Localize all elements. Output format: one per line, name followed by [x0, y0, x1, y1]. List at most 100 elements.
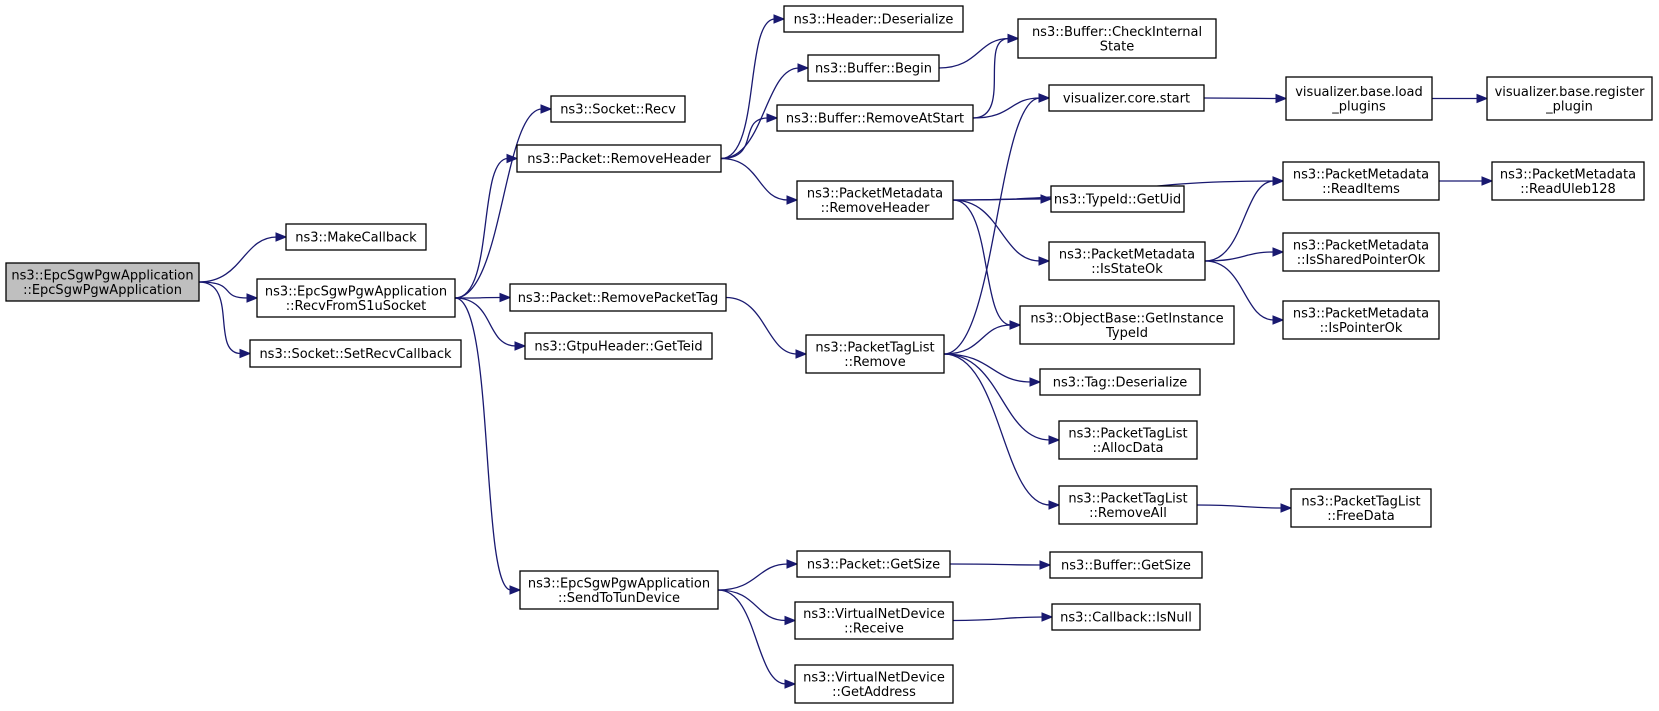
- node-viscore[interactable]: visualizer.core.start: [1048, 84, 1205, 112]
- node-bufgetsize[interactable]: ns3::Buffer::GetSize: [1049, 551, 1203, 579]
- node-vndgetaddr[interactable]: ns3::VirtualNetDevice::GetAddress: [794, 664, 954, 704]
- edge-ptlremove-ptlalloc: [943, 353, 1061, 445]
- edge-pmremhdr-pmisstate: [952, 199, 1051, 266]
- node-recvs1u[interactable]: ns3::EpcSgwPgwApplication::RecvFromS1uSo…: [256, 278, 456, 318]
- node-box: [776, 104, 974, 132]
- node-pktrempkttag[interactable]: ns3::Packet::RemovePacketTag: [509, 283, 727, 312]
- node-label: ns3::Buffer::CheckInternal: [1032, 25, 1202, 40]
- node-label: ns3::VirtualNetDevice: [803, 670, 945, 685]
- node-box: [1486, 76, 1653, 121]
- node-label: ::IsStateOk: [1091, 262, 1163, 277]
- node-pmpointer[interactable]: ns3::PacketMetadata::IsPointerOk: [1282, 300, 1440, 340]
- arrowhead: [1048, 500, 1061, 510]
- nodes-layer: ns3::EpcSgwPgwApplication::EpcSgwPgwAppl…: [5, 5, 1653, 704]
- node-label: ns3::PacketMetadata: [807, 186, 943, 201]
- node-box: [1051, 603, 1201, 631]
- arrowhead: [499, 292, 512, 303]
- node-setrecvcb[interactable]: ns3::Socket::SetRecvCallback: [249, 339, 462, 368]
- node-sockrecv[interactable]: ns3::Socket::Recv: [550, 95, 686, 123]
- node-label: visualizer.base.load: [1295, 85, 1423, 100]
- edge-recvs1u-sendtun: [454, 297, 522, 595]
- arrowhead: [1272, 315, 1285, 325]
- node-box: [1039, 368, 1201, 396]
- node-box: [1048, 84, 1205, 112]
- node-pmisstate[interactable]: ns3::PacketMetadata::IsStateOk: [1048, 241, 1206, 281]
- node-sendtun[interactable]: ns3::EpcSgwPgwApplication::SendToTunDevi…: [519, 570, 719, 610]
- edge-pktgetsize-bufgetsize: [949, 560, 1052, 570]
- node-gtputeid[interactable]: ns3::GtpuHeader::GetTeid: [524, 332, 713, 360]
- node-vndreceive[interactable]: ns3::VirtualNetDevice::Receive: [794, 601, 954, 640]
- node-typeiduid[interactable]: ns3::TypeId::GetUid: [1050, 185, 1185, 213]
- node-label: ::GetAddress: [832, 685, 916, 700]
- node-label: ::Receive: [844, 621, 904, 636]
- node-label: ns3::PacketTagList: [1068, 426, 1187, 441]
- node-label: ns3::EpcSgwPgwApplication: [11, 268, 193, 283]
- node-cbisnull[interactable]: ns3::Callback::IsNull: [1051, 603, 1201, 631]
- arrowhead: [1041, 612, 1054, 622]
- node-visload[interactable]: visualizer.base.load_plugins: [1285, 76, 1433, 121]
- node-label: ns3::Header::Deserialize: [794, 13, 954, 28]
- node-bufbegin[interactable]: ns3::Buffer::Begin: [807, 54, 940, 82]
- node-label: ns3::VirtualNetDevice: [803, 607, 945, 622]
- arrowhead: [506, 153, 519, 164]
- node-label: ::RecvFromS1uSocket: [286, 299, 427, 314]
- arrowhead: [1007, 33, 1020, 44]
- node-pmreaditems[interactable]: ns3::PacketMetadata::ReadItems: [1282, 161, 1440, 201]
- edge-sendtun-vndreceive: [717, 589, 797, 626]
- node-box: [249, 339, 462, 368]
- arrowhead: [1272, 176, 1285, 186]
- node-box: [1050, 185, 1185, 213]
- node-root[interactable]: ns3::EpcSgwPgwApplication::EpcSgwPgwAppl…: [5, 262, 200, 302]
- node-label: ::ReadUleb128: [1520, 182, 1616, 197]
- edge-recvs1u-pktrempkttag: [454, 292, 512, 303]
- node-label: TypeId: [1105, 326, 1148, 341]
- node-bufremstart[interactable]: ns3::Buffer::RemoveAtStart: [776, 104, 974, 132]
- edge-ptlremall-ptlfree: [1196, 503, 1293, 513]
- node-label: ns3::TypeId::GetUid: [1054, 193, 1181, 208]
- node-box: [1049, 551, 1203, 579]
- node-box: [1019, 305, 1235, 345]
- edge-pmremhdr-objbase: [952, 199, 1022, 330]
- node-ptlremove[interactable]: ns3::PacketTagList::Remove: [805, 334, 945, 374]
- node-ptlalloc[interactable]: ns3::PacketTagList::AllocData: [1058, 420, 1198, 460]
- node-box: [1491, 161, 1645, 201]
- node-pktgetsize[interactable]: ns3::Packet::GetSize: [796, 550, 951, 578]
- arrowhead: [797, 63, 810, 73]
- node-tagdeser[interactable]: ns3::Tag::Deserialize: [1039, 368, 1201, 396]
- node-box: [1282, 300, 1440, 340]
- edge-vndreceive-cbisnull: [952, 612, 1054, 622]
- edge-pmisstate-pmpointer: [1204, 260, 1285, 325]
- node-box: [1058, 420, 1198, 460]
- node-label: ::AllocData: [1092, 441, 1163, 456]
- node-visreg[interactable]: visualizer.base.register_plugin: [1486, 76, 1653, 121]
- node-pmshared[interactable]: ns3::PacketMetadata::IsSharedPointerOk: [1282, 232, 1440, 272]
- node-pmremhdr[interactable]: ns3::PacketMetadata::RemoveHeader: [796, 180, 954, 220]
- arrowhead: [1280, 503, 1293, 513]
- node-box: [796, 550, 951, 578]
- node-box: [1285, 76, 1433, 121]
- node-makecb[interactable]: ns3::MakeCallback: [285, 223, 427, 251]
- node-label: ::FreeData: [1327, 509, 1394, 524]
- node-pmuleb[interactable]: ns3::PacketMetadata::ReadUleb128: [1491, 161, 1645, 201]
- edge-pmisstate-pmreaditems: [1204, 176, 1285, 262]
- arrowhead: [795, 349, 808, 359]
- edge-recvs1u-sockrecv: [454, 104, 553, 299]
- edge-pktremhdr-bufremstart: [720, 113, 779, 160]
- node-box: [783, 5, 964, 33]
- arrowhead: [239, 348, 252, 359]
- edge-viscore-visload: [1203, 93, 1288, 104]
- node-ptlfree[interactable]: ns3::PacketTagList::FreeData: [1290, 488, 1432, 528]
- node-label: ns3::EpcSgwPgwApplication: [528, 576, 710, 591]
- edge-pktremhdr-bufbegin: [720, 63, 810, 160]
- node-label: visualizer.base.register: [1495, 85, 1646, 100]
- arrowhead: [1038, 256, 1051, 266]
- node-label: ns3::Packet::RemovePacketTag: [518, 291, 719, 306]
- node-pktremhdr[interactable]: ns3::Packet::RemoveHeader: [516, 144, 722, 173]
- node-hdrdeser[interactable]: ns3::Header::Deserialize: [783, 5, 964, 33]
- node-label: ns3::PacketTagList: [1301, 494, 1420, 509]
- edge-sendtun-vndgetaddr: [717, 589, 797, 689]
- node-box: [794, 664, 954, 704]
- node-ptlremall[interactable]: ns3::PacketTagList::RemoveAll: [1058, 485, 1198, 525]
